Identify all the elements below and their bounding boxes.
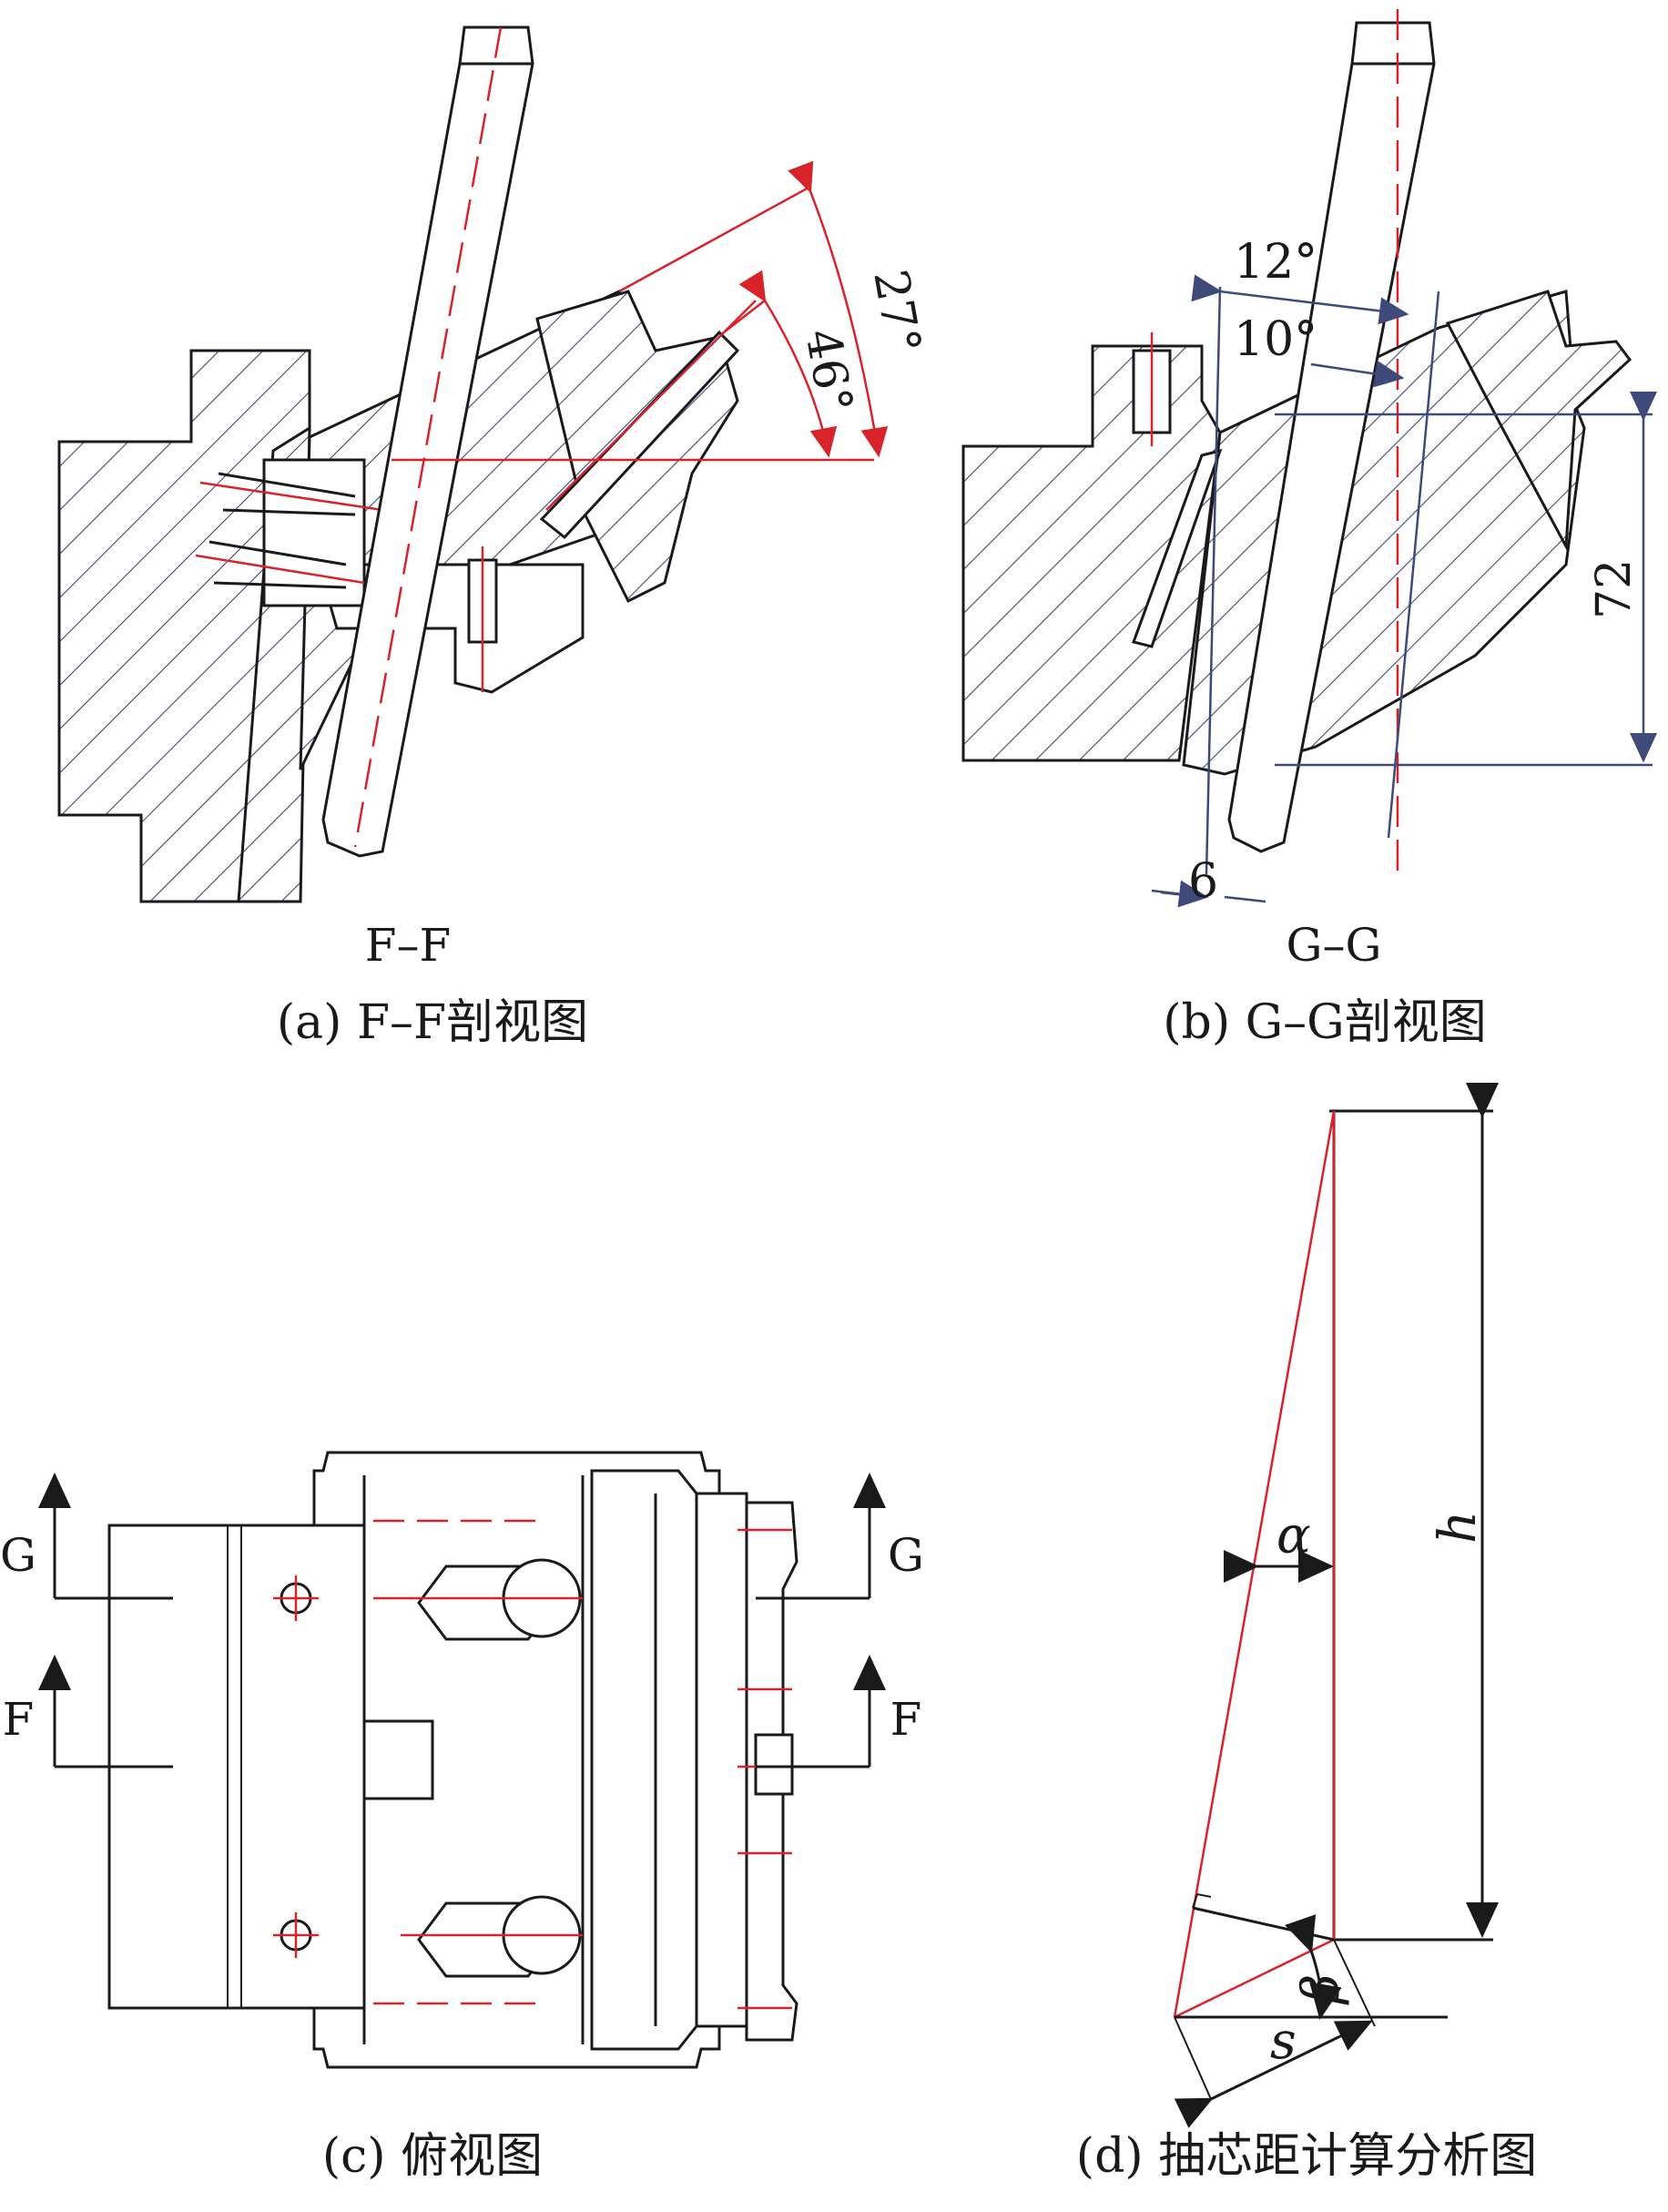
panel-b-section-gg: 12° 10° 72 6 G–G (b) G–G剖视图 (961, 9, 1657, 1050)
angle-46-label: 46° (794, 325, 862, 417)
angle-10-label: 10° (1234, 312, 1317, 367)
s-dim (1174, 2020, 1373, 2128)
right-rail (695, 1492, 748, 2028)
right-insert (590, 1469, 698, 2051)
panel-a-section-ff: 27° 46° F–F (a) F–F剖视图 (57, 25, 931, 1050)
angle-dims-a (392, 160, 889, 462)
center-clip (362, 1719, 434, 1800)
beta-symbol: β (1292, 1974, 1351, 2005)
angle-12-label: 12° (1234, 235, 1317, 290)
alpha-symbol: α (1276, 1506, 1311, 1565)
base-block-b (961, 344, 1222, 762)
cut-marks (55, 1475, 870, 1769)
cut-label-g-left: G (0, 1529, 36, 1582)
caption-c: (c) 俯视图 (322, 2129, 543, 2184)
dims-b (1151, 274, 1657, 908)
upper-insert-b (1445, 290, 1632, 552)
panel-c-top-view: G F G F (c) 俯视图 (0, 1453, 924, 2184)
cut-label-g-right: G (888, 1529, 924, 1582)
s-symbol: s (1270, 2012, 1297, 2071)
pin-heads (373, 1519, 583, 2005)
caption-b: (b) G–G剖视图 (1163, 995, 1486, 1050)
width-6-label: 6 (1188, 854, 1218, 909)
perp-line (1192, 1906, 1335, 1942)
angle-27-label: 27° (862, 266, 931, 358)
slant-plate (1132, 448, 1223, 648)
guide-pins (195, 458, 383, 607)
h-symbol: h (1429, 1511, 1488, 1544)
section-label-gg: G–G (1287, 919, 1382, 972)
lifter-rod (539, 300, 757, 540)
caption-d: (d) 抽芯距计算分析图 (1076, 2129, 1537, 2184)
caption-a: (a) F–F剖视图 (277, 995, 588, 1050)
panel-d-analysis: α h s β (d) 抽芯距计算分析图 (1076, 1083, 1537, 2184)
cut-label-f-left: F (3, 1693, 35, 1746)
section-label-ff: F–F (365, 919, 451, 972)
cut-label-f-right: F (890, 1693, 922, 1746)
inclined-pin (321, 25, 534, 858)
beta-arc (1285, 1914, 1342, 2020)
height-72-label: 72 (1587, 559, 1642, 619)
